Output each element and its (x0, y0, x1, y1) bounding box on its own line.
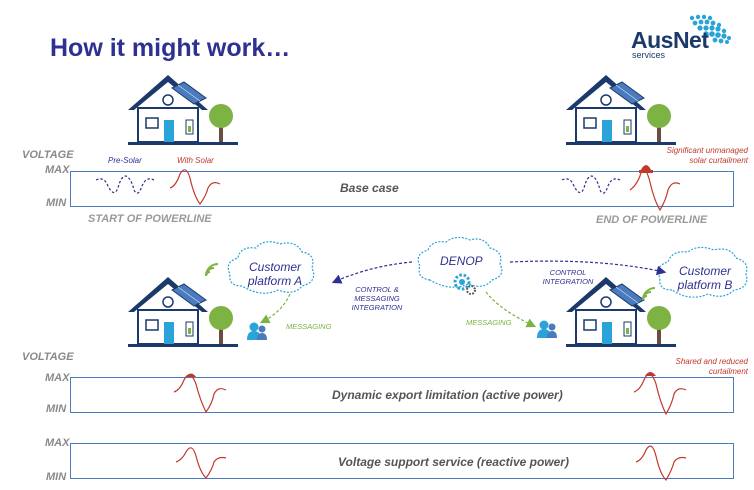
voltage-support-wave-start (175, 447, 227, 479)
pre-solar-wave (561, 175, 621, 194)
voltage-label: VOLTAGE (22, 149, 74, 161)
base-case-band (70, 171, 734, 207)
pre-solar-wave (95, 175, 155, 194)
with-solar-wave (629, 168, 681, 212)
dynamic-label: Dynamic export limitation (active power) (332, 388, 563, 402)
gear-icon (453, 273, 476, 295)
min-label: MIN (46, 471, 67, 483)
control-integration-label: CONTROL INTEGRATION (542, 268, 594, 286)
min-label: MIN (46, 197, 67, 209)
logo-sub: services (632, 50, 666, 60)
logo (628, 8, 738, 68)
pre-solar-label: Pre-Solar (108, 156, 142, 165)
curtailment-fill (186, 373, 196, 377)
dynamic-wave-start (173, 374, 227, 414)
page-title: How it might work… (50, 34, 291, 62)
dynamic-band (70, 377, 734, 413)
shared-curtailment-label: Shared and reduced curtailment (675, 357, 749, 376)
min-label: MIN (46, 403, 67, 415)
start-of-powerline: START OF POWERLINE (88, 213, 212, 225)
base-case-label: Base case (340, 181, 399, 195)
arrow-control-messaging (331, 261, 413, 284)
voltage-support-band (70, 443, 734, 479)
customer-platform-b: Customer platform B (677, 264, 733, 292)
max-label: MAX (45, 372, 70, 384)
messaging-right-label: MESSAGING (466, 318, 512, 327)
dynamic-wave-end (633, 373, 687, 416)
with-solar-label: With Solar (177, 156, 214, 165)
end-of-powerline: END OF POWERLINE (596, 214, 708, 226)
curtailment-label: Significant unmanaged solar curtailment (666, 146, 748, 165)
denop-label: DENOP (440, 254, 483, 268)
customer-platform-a: Customer platform A (247, 260, 303, 288)
voltage-label: VOLTAGE (22, 351, 74, 363)
voltage-support-label: Voltage support service (reactive power) (338, 455, 569, 469)
max-label: MAX (45, 437, 70, 449)
logo-name: AusNet (631, 27, 709, 53)
arrow-messaging-right (485, 291, 537, 328)
control-messaging-label: CONTROL & MESSAGING INTEGRATION (351, 285, 403, 312)
curtailment-fill (645, 372, 656, 376)
max-label: MAX (45, 164, 70, 176)
logo-dots-icon (689, 14, 731, 44)
with-solar-wave (169, 169, 221, 206)
arrow-messaging-left (259, 293, 291, 324)
cloud-shape (227, 236, 748, 298)
messaging-left-label: MESSAGING (286, 322, 332, 331)
voltage-support-wave-end (635, 445, 687, 481)
